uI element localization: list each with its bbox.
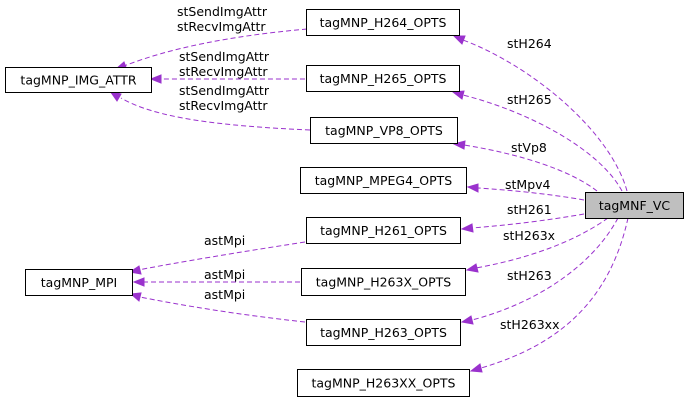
node-label: tagMNP_H263X_OPTS <box>316 275 452 290</box>
edge-arrowhead <box>132 277 145 287</box>
node-h263xx-opts[interactable]: tagMNP_H263XX_OPTS <box>297 369 470 397</box>
edge-vc-to-h264 <box>462 39 628 192</box>
edge-label-st-h263xx: stH263xx <box>500 317 559 332</box>
edge-label-st-h261: stH261 <box>507 202 552 217</box>
node-label: tagMNP_H263_OPTS <box>320 325 447 340</box>
edge-arrowhead <box>451 90 465 100</box>
edge-vc-to-h263 <box>471 217 619 321</box>
edge-label-st-vp8: stVp8 <box>511 140 547 155</box>
edge-arrowhead <box>149 74 162 84</box>
edge-arrowhead <box>460 223 474 233</box>
edge-arrowhead <box>452 35 466 45</box>
edge-label-st-recv-img-attr: stRecvImgAttr <box>179 64 268 79</box>
edge-label-st-send-img-attr: stSendImgAttr <box>177 4 268 19</box>
node-img-attr[interactable]: tagMNP_IMG_ATTR <box>5 67 152 93</box>
edge-vc-to-h261 <box>471 213 585 229</box>
edge-arrowhead <box>469 363 483 373</box>
edge-label-st-mpv4: stMpv4 <box>505 177 551 192</box>
edge-label-st-h264: stH264 <box>507 36 552 51</box>
node-mpeg4-opts[interactable]: tagMNP_MPEG4_OPTS <box>300 167 467 194</box>
edge-label-st-send-img-attr: stSendImgAttr <box>179 49 270 64</box>
edge-vp8-to-img-attr <box>120 97 311 131</box>
node-label: tagMNP_H261_OPTS <box>320 223 447 238</box>
node-label: tagMNP_H265_OPTS <box>320 71 447 86</box>
edge-arrowhead <box>465 263 479 273</box>
node-h263-opts[interactable]: tagMNP_H263_OPTS <box>306 319 461 346</box>
node-h263x-opts[interactable]: tagMNP_H263X_OPTS <box>301 268 466 296</box>
node-label: tagMNP_MPEG4_OPTS <box>315 173 453 188</box>
node-label: tagMNP_MPI <box>41 275 117 290</box>
edge-label-ast-mpi: astMpi <box>204 267 245 282</box>
edge-h264-to-img-attr <box>123 28 308 67</box>
node-h261-opts[interactable]: tagMNP_H261_OPTS <box>306 217 461 244</box>
edge-arrowhead <box>460 315 474 325</box>
edge-label-st-recv-img-attr: stRecvImgAttr <box>177 19 266 34</box>
node-vc-main[interactable]: tagMNF_VC <box>585 192 684 219</box>
edge-vc-to-h263xx <box>480 217 629 369</box>
edge-h263-to-mpi <box>139 296 306 323</box>
node-label: tagMNP_H263XX_OPTS <box>311 376 455 391</box>
node-label: tagMNF_VC <box>599 198 671 213</box>
edge-label-ast-mpi: astMpi <box>204 233 245 248</box>
edge-arrowhead <box>452 140 466 150</box>
node-h264-opts[interactable]: tagMNP_H264_OPTS <box>306 9 460 36</box>
edge-label-st-send-img-attr: stSendImgAttr <box>179 83 270 98</box>
edge-h261-to-mpi <box>137 241 306 271</box>
edge-vc-to-vp8 <box>463 144 598 192</box>
node-label: tagMNP_IMG_ATTR <box>20 73 136 88</box>
node-h265-opts[interactable]: tagMNP_H265_OPTS <box>306 65 460 92</box>
edge-label-ast-mpi: astMpi <box>204 287 245 302</box>
edge-vc-to-mpeg4 <box>477 187 585 201</box>
edge-vc-to-h265 <box>462 94 623 192</box>
edge-label-st-h265: stH265 <box>507 92 552 107</box>
node-label: tagMNP_VP8_OPTS <box>325 123 443 138</box>
edge-label-st-recv-img-attr: stRecvImgAttr <box>179 98 268 113</box>
node-vp8-opts[interactable]: tagMNP_VP8_OPTS <box>310 117 458 144</box>
edge-label-st-h263: stH263 <box>507 268 552 283</box>
edge-arrowhead <box>466 183 479 193</box>
node-label: tagMNP_H264_OPTS <box>320 15 447 30</box>
node-mpi[interactable]: tagMNP_MPI <box>25 269 133 296</box>
edge-arrowhead <box>129 292 142 302</box>
edge-label-st-h263x: stH263x <box>503 228 555 243</box>
